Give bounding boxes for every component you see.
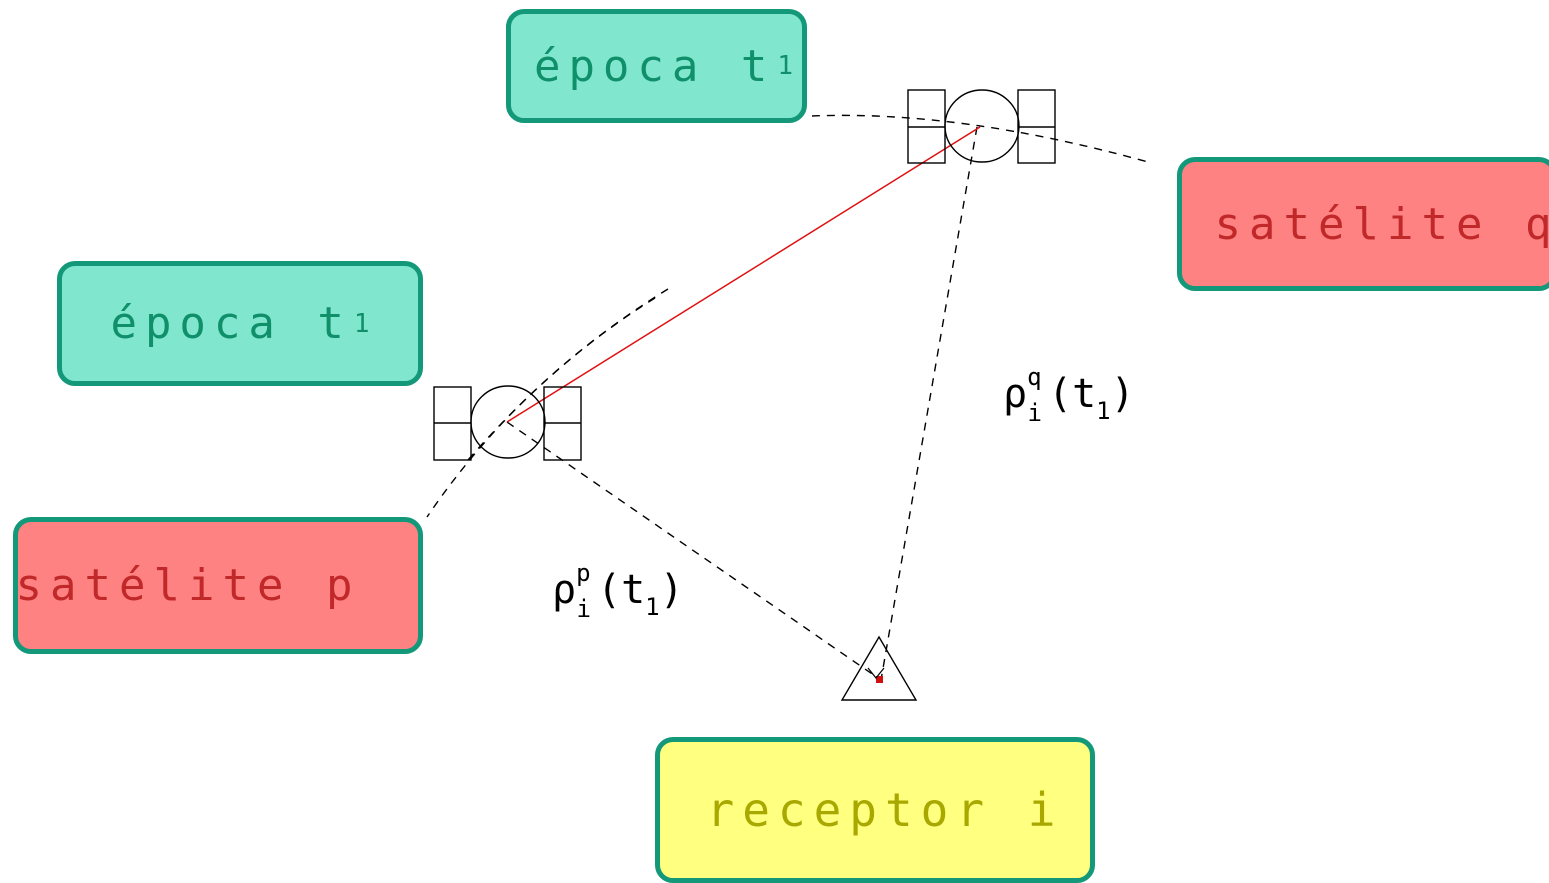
satellite-q-icon bbox=[907, 89, 1056, 164]
range-label-q: ρqi(t1) bbox=[1003, 365, 1135, 425]
epoch-left-text: época t bbox=[110, 298, 352, 349]
triangle-receiver-icon bbox=[840, 635, 918, 701]
receiver-label: receptor i bbox=[655, 737, 1095, 883]
satellite-baseline-line bbox=[506, 126, 981, 423]
epoch-top-text: época t bbox=[533, 40, 776, 92]
range-p-arg-subscript: 1 bbox=[645, 593, 660, 621]
range-q-symbol: ρ bbox=[1003, 371, 1028, 417]
range-label-p: ρpi(t1) bbox=[552, 561, 684, 621]
satellite-p-icon bbox=[433, 385, 582, 461]
receiver-text: receptor i bbox=[706, 783, 1064, 837]
satellite-p-text: satélite p bbox=[15, 560, 361, 611]
range-p-arg-open: (t bbox=[597, 567, 646, 613]
satellite-q-text: satélite q bbox=[1214, 198, 1549, 250]
range-p-arg-close: ) bbox=[659, 567, 684, 613]
epoch-top-subscript: 1 bbox=[777, 51, 794, 81]
range-line-q bbox=[880, 126, 978, 681]
orbit-q-dashed-arc bbox=[811, 114, 1149, 163]
range-q-arg-open: (t bbox=[1048, 371, 1097, 417]
range-q-arg-subscript: 1 bbox=[1096, 397, 1111, 425]
satellite-q-label: satélite q bbox=[1177, 157, 1549, 291]
range-p-subscript: i bbox=[576, 595, 591, 623]
range-p-symbol: ρ bbox=[552, 567, 577, 613]
range-line-p bbox=[506, 421, 879, 679]
range-q-subscript: i bbox=[1027, 399, 1042, 427]
orbit-p-dashed-arc-outer bbox=[426, 288, 669, 518]
satellite-p-label: satélite p bbox=[13, 517, 423, 654]
orbit-p-dashed-arc-inner bbox=[467, 297, 656, 461]
range-p-superscript: p bbox=[576, 559, 591, 587]
range-q-superscript: q bbox=[1027, 363, 1042, 391]
epoch-left-subscript: 1 bbox=[353, 308, 370, 339]
range-q-arg-close: ) bbox=[1110, 371, 1135, 417]
